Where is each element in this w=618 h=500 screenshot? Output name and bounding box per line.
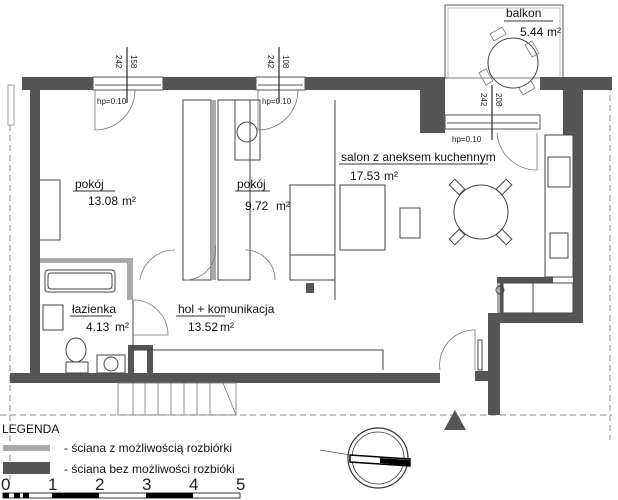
room-area: 17.53	[350, 169, 380, 183]
room-name: balkon	[506, 6, 541, 20]
room-name: hol + komunikacja	[178, 302, 275, 316]
legend: LEGENDA - ściana z możliwością rozbiórki…	[2, 422, 235, 476]
entrance-arrow-icon	[444, 410, 466, 430]
removable-walls	[40, 100, 500, 313]
scale-tick: 5	[236, 475, 245, 494]
room-area: 4.13	[86, 320, 110, 334]
window-dimensions: 242 158 hp=0.10 242 108 hp=0.10 242 208 …	[97, 55, 503, 144]
scale-tick: 1	[48, 475, 57, 494]
legend-item-label: - ściana bez możliwości rozbióki	[64, 462, 235, 476]
room-area: 9.72	[245, 199, 269, 213]
room-unit: m²	[220, 320, 234, 334]
window-hp: hp=0.10	[97, 97, 127, 106]
legend-item-label: - ściana z możliwością rozbiórki	[64, 441, 232, 455]
scale-tick: 3	[142, 475, 151, 494]
legend-swatch-removable	[3, 445, 50, 451]
dining-table	[448, 178, 513, 246]
room-area: 13.52	[188, 320, 218, 334]
legend-title: LEGENDA	[2, 422, 59, 436]
room-area: 5.44	[520, 25, 544, 39]
window-height: 242	[479, 93, 488, 107]
scale-tick: 2	[95, 475, 104, 494]
window-height: 242	[266, 55, 275, 69]
window-sill: 158	[129, 55, 138, 69]
windows	[92, 47, 541, 140]
room-unit: m²	[384, 169, 398, 183]
scale-bar: 0 1 2 3 4 5	[1, 475, 245, 499]
doors	[94, 89, 538, 371]
room-unit: m²	[122, 194, 136, 208]
room-name: pokój	[75, 177, 104, 191]
scale-tick: 4	[189, 475, 198, 494]
window-sill: 108	[281, 55, 290, 69]
room-name: salon z aneksem kuchennym	[341, 150, 496, 164]
balcony	[444, 4, 564, 96]
window-height: 242	[114, 55, 123, 69]
compass-icon	[319, 427, 411, 489]
balcony-table	[487, 37, 539, 89]
left-stub	[7, 84, 15, 126]
window-sill: 208	[494, 93, 503, 107]
window-hp: hp=0.10	[452, 135, 482, 144]
balcony-chairs	[478, 26, 540, 96]
window-hp: hp=0.10	[262, 97, 292, 106]
room-name: pokój	[237, 177, 266, 191]
room-area: 13.08	[88, 194, 118, 208]
room-unit: m²	[276, 199, 290, 213]
interior-lines	[40, 99, 574, 374]
scale-tick: 0	[1, 475, 10, 494]
room-labels: pokój 13.08 m² pokój 9.72 m² salon z ane…	[70, 6, 561, 334]
room-unit: m²	[547, 25, 561, 39]
legend-swatch-fixed	[3, 462, 50, 474]
stairs	[117, 382, 237, 416]
boundary-dashed-lines	[0, 85, 612, 480]
room-name: łazienka	[72, 302, 116, 316]
fixed-walls	[10, 77, 612, 415]
room-unit: m²	[115, 320, 129, 334]
